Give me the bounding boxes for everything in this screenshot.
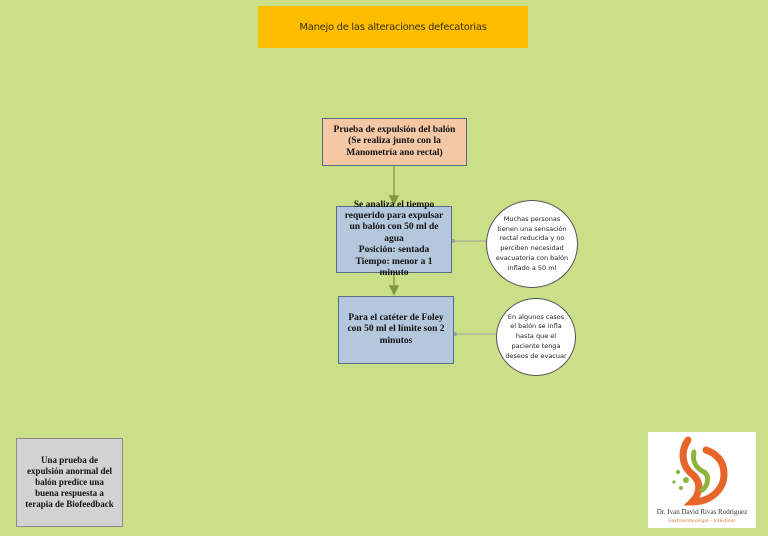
- foley-catheter-box: Para el catéter de Foley con 50 ml el lí…: [338, 296, 454, 364]
- biofeedback-note-box: Una prueba de expulsión anormal del baló…: [16, 438, 123, 527]
- dot-box2-note1: [451, 239, 455, 243]
- dot-box3-note2: [453, 332, 457, 336]
- balloon-inflation-note: En algunos casos el balón se infla hasta…: [496, 298, 576, 376]
- time-analysis-box: Se analiza el tiempo requerido para expu…: [336, 200, 452, 278]
- logo-doctor-name: Dr. Ivan David Rivas Rodriguez: [656, 508, 748, 516]
- stomach-logo-icon: [672, 436, 728, 506]
- diagram-title: Manejo de las alteraciones defecatorias: [258, 6, 528, 48]
- logo-subtitle: Gastroenterología – Intestinos: [668, 519, 736, 524]
- doctor-logo: Dr. Ivan David Rivas Rodriguez Gastroent…: [648, 432, 756, 528]
- balloon-expulsion-test-box: Prueba de expulsión del balón (Se realiz…: [322, 118, 467, 166]
- reduced-sensation-note: Muchas personas tienen una sensación rec…: [486, 200, 578, 288]
